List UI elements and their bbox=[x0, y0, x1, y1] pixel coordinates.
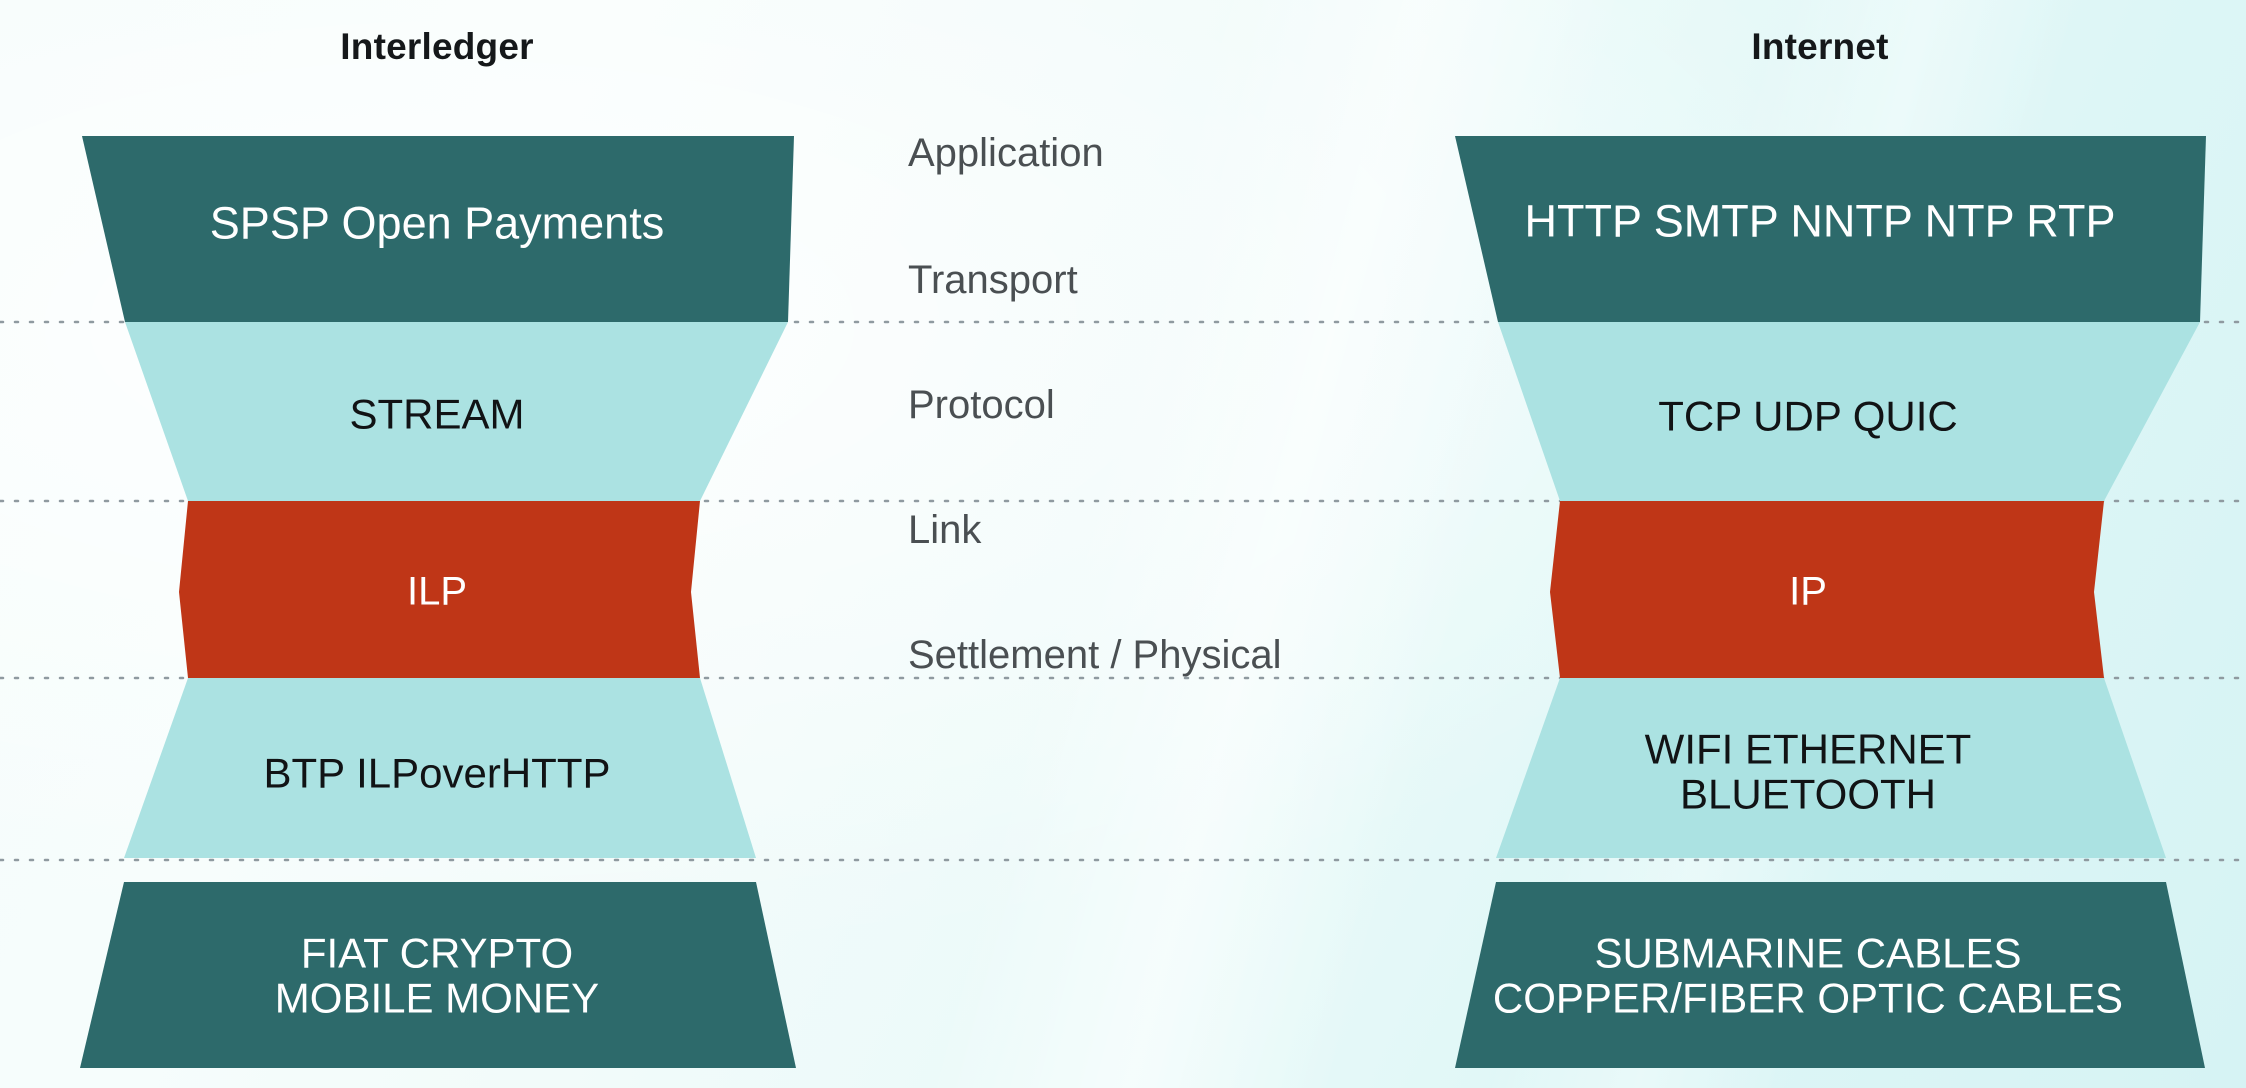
layer-name-transport: Transport bbox=[908, 258, 1078, 302]
internet-layer-settlement bbox=[1455, 882, 2205, 1068]
interledger-layer-protocol bbox=[179, 501, 700, 678]
layer-name-protocol: Protocol bbox=[908, 383, 1055, 427]
internet-layer-link bbox=[1496, 678, 2166, 858]
internet-layer-application bbox=[1455, 136, 2206, 322]
column-title-internet: Internet bbox=[1751, 26, 1889, 67]
interledger-layer-link bbox=[124, 678, 756, 858]
internet-layer-transport bbox=[1498, 322, 2200, 501]
internet-layer-protocol bbox=[1550, 501, 2104, 678]
interledger-funnel bbox=[80, 136, 796, 1068]
interledger-layer-settlement bbox=[80, 882, 796, 1068]
internet-funnel bbox=[1455, 136, 2206, 1068]
layer-name-link: Link bbox=[908, 508, 982, 552]
layer-name-settlement: Settlement / Physical bbox=[908, 633, 1282, 677]
column-title-interledger: Interledger bbox=[340, 26, 534, 67]
layer-name-application: Application bbox=[908, 131, 1104, 175]
interledger-layer-transport bbox=[125, 322, 788, 501]
interledger-layer-application bbox=[82, 136, 794, 322]
